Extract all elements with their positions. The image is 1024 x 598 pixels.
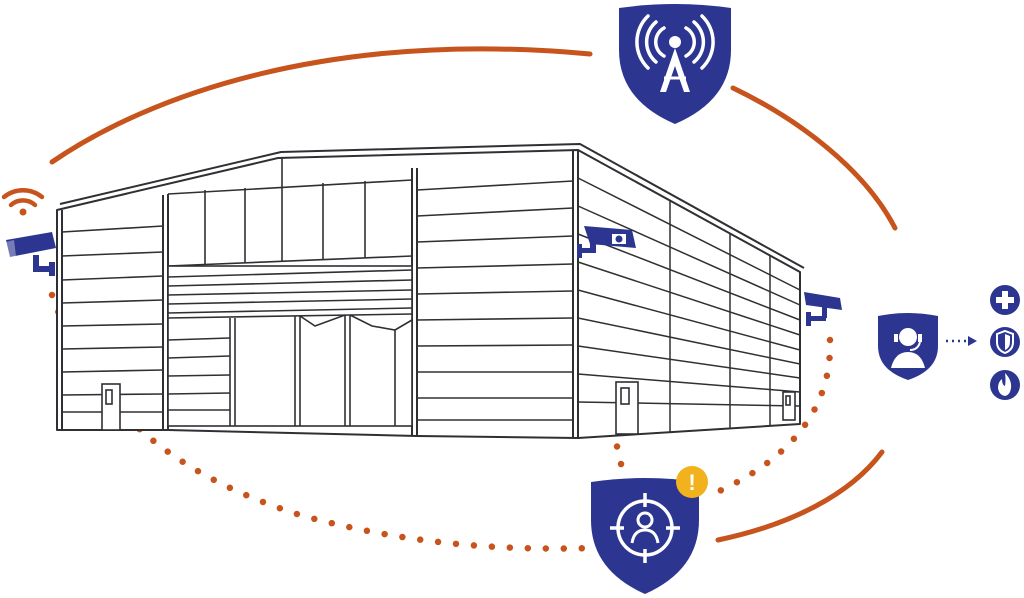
- arc-bottom-right: [715, 449, 885, 543]
- monitoring-operator-shield-icon: [878, 313, 938, 380]
- side-cladding: [577, 177, 801, 432]
- exclamation-icon: !: [676, 466, 708, 498]
- center-cladding: [416, 180, 574, 421]
- dispatch-arrow: [946, 336, 977, 346]
- dotted-links: [48, 264, 834, 552]
- alert-mark: !: [688, 470, 695, 495]
- roller-door: [167, 265, 413, 427]
- radio-antenna-shield-icon: [619, 4, 731, 124]
- fire-icon: [990, 370, 1020, 400]
- gable-panels: [167, 158, 413, 267]
- roof-edge: [59, 143, 805, 269]
- arc-top-right: [730, 85, 898, 231]
- wifi-icon: [1, 187, 45, 216]
- left-cladding: [61, 225, 164, 413]
- security-camera-icon: [6, 232, 56, 276]
- connection-arcs: [49, 46, 898, 543]
- door-left: [101, 383, 121, 431]
- security-camera-icon: [804, 292, 842, 326]
- intruder-target-shield-icon: [591, 478, 699, 594]
- police-shield-icon: [990, 327, 1020, 357]
- medical-cross-icon: [990, 285, 1020, 315]
- dotted-link-left-camera: [48, 291, 599, 552]
- door-center: [615, 381, 639, 435]
- doors: [101, 381, 796, 435]
- dotted-link-right-camera: [711, 336, 834, 497]
- side-wall: [577, 149, 801, 439]
- arc-top-left: [49, 46, 593, 165]
- security-camera-icon: [577, 226, 636, 258]
